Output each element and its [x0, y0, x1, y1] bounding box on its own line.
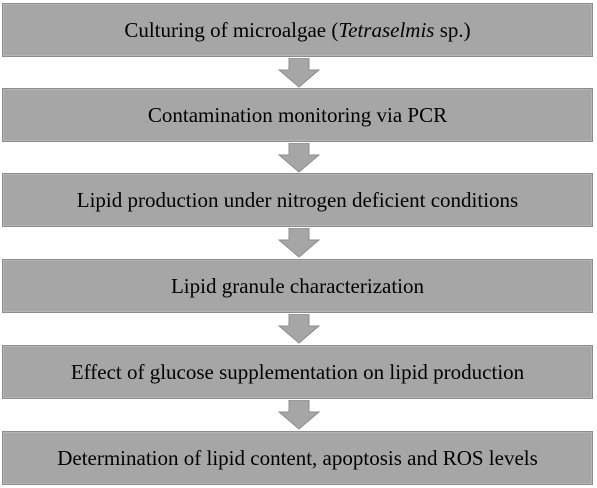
step-determination-label: Determination of lipid content, apoptosi… [57, 445, 538, 470]
step-lipid-production-label: Lipid production under nitrogen deficien… [76, 187, 519, 212]
step-lipid-production: Lipid production under nitrogen deficien… [2, 173, 593, 227]
step-glucose-supplementation-label: Effect of glucose supplementation on lip… [70, 359, 525, 384]
step-culturing-label: Culturing of microalgae (Tetraselmis sp.… [124, 17, 471, 42]
down-arrow-icon [278, 228, 320, 258]
step-granule-characterization-label: Lipid granule characterization [170, 273, 425, 298]
down-arrow-icon [278, 143, 320, 173]
step-glucose-supplementation: Effect of glucose supplementation on lip… [2, 345, 593, 399]
step-contamination-monitoring-label: Contamination monitoring via PCR [147, 102, 448, 127]
step-determination: Determination of lipid content, apoptosi… [2, 431, 593, 485]
step-culturing: Culturing of microalgae (Tetraselmis sp.… [2, 3, 593, 57]
step-contamination-monitoring: Contamination monitoring via PCR [2, 88, 593, 142]
down-arrow-icon [278, 314, 320, 344]
down-arrow-icon [278, 58, 320, 88]
down-arrow-icon [278, 400, 320, 430]
step-granule-characterization: Lipid granule characterization [2, 259, 593, 313]
